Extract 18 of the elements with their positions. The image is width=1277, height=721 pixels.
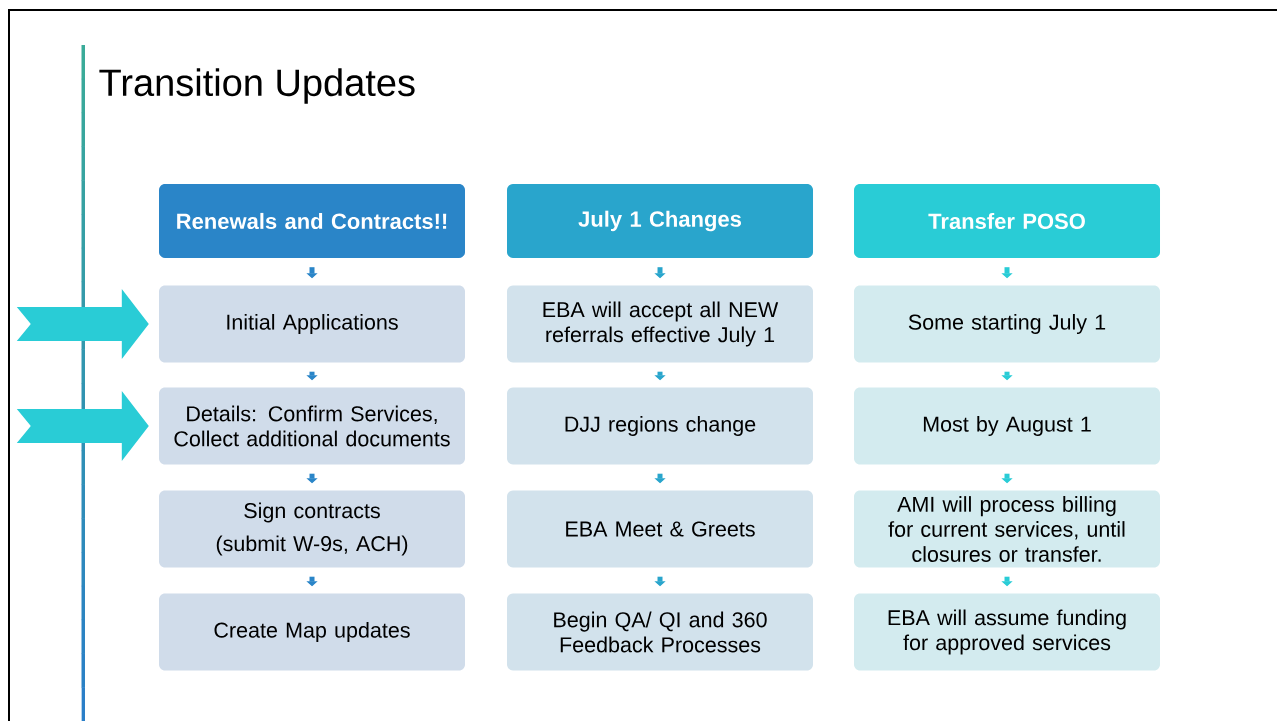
step-box: Details: Confirm Services, Collect additional documents [159,387,465,465]
step-box: Some starting July 1 [854,285,1160,363]
chevron-arrow [16,391,149,461]
chevron-arrow [16,289,149,359]
header-box: Transfer POSO [854,184,1160,258]
header-box: Renewals and Contracts!! [159,184,465,258]
step-box: EBA Meet & Greets [507,490,813,568]
step-box: Begin QA/ QI and 360 Feedback Processes [507,593,813,671]
step-box: DJJ regions change [507,387,813,465]
step-box: EBA will accept all NEW referrals effective July 1 [507,285,813,363]
step-box: AMI will process billing for current services, until closures or transfer. [854,490,1160,568]
step-box: Create Map updates [159,593,465,671]
step-box: EBA will assume funding for approved services [854,593,1160,671]
step-box: Initial Applications [159,285,465,363]
title: Transition Updates [99,68,415,104]
header-box: July 1 Changes [507,184,813,258]
step-box: Sign contracts (submit W-9s, ACH) [159,490,465,568]
step-box: Most by August 1 [854,387,1160,465]
